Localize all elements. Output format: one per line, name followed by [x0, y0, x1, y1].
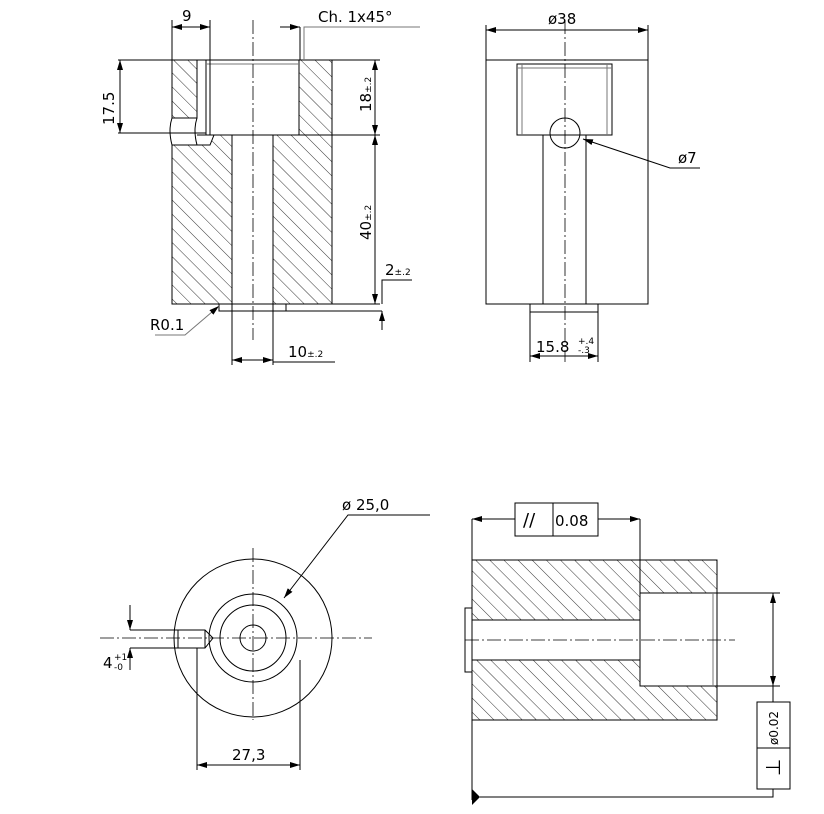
gdt-view: // 0.08 ø0.02 ⊥ — [464, 502, 791, 805]
dim-counterbore-depth: 18±.2 — [357, 77, 375, 112]
chamfer-label: Ch. 1x45° — [318, 8, 393, 26]
dim-bore: 10±.2 — [288, 343, 323, 361]
dim-offset: 27,3 — [232, 746, 265, 764]
dim-boss: 2±.2 — [385, 261, 411, 279]
parallelism-symbol: // — [523, 510, 536, 531]
tol-lower: -0 — [114, 663, 123, 673]
radius-label: R0.1 — [150, 316, 184, 334]
parallelism-value: 0.08 — [555, 512, 588, 530]
dim-bore-length: 40±.2 — [357, 205, 375, 240]
perpendicularity-symbol: ⊥ — [761, 759, 785, 776]
side-view: ø38 ø7 15.8 +.4 -.3 — [485, 10, 700, 362]
dim-width: 9 — [182, 7, 192, 25]
dim-dia: ø 25,0 — [342, 496, 389, 514]
tol-upper: +1 — [114, 653, 127, 663]
perpendicularity-value: ø0.02 — [767, 711, 781, 745]
dim-hole-dia: ø7 — [678, 149, 697, 167]
dim-counterbore-left: 17.5 — [100, 92, 118, 125]
end-view: 4 +1 -0 27,3 ø 25,0 — [100, 496, 430, 770]
section-view: 9 Ch. 1x45° 17.5 18±.2 40±.2 2±.2 R0.1 1… — [100, 7, 420, 365]
tol-lower: -.3 — [578, 346, 590, 356]
dim-hole: 4 — [103, 654, 113, 672]
dim-boss-dia: 15.8 — [536, 338, 569, 356]
dim-outer-dia: ø38 — [548, 10, 576, 28]
tol-upper: +.4 — [578, 337, 594, 347]
